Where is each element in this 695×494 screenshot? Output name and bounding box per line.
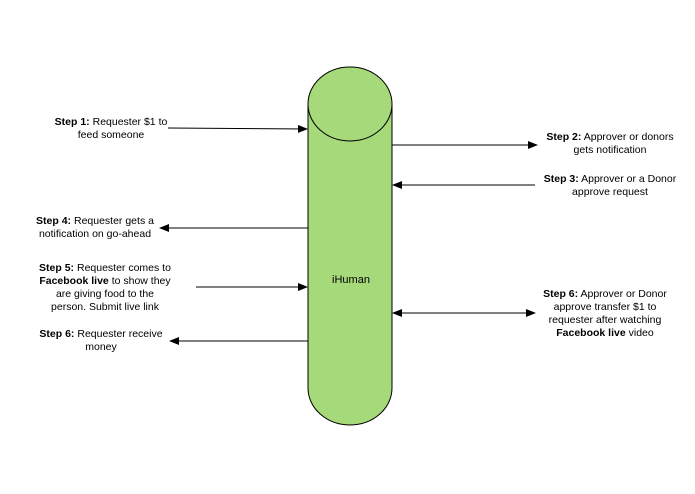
step2-label: Step 2: Approver or donors gets notifica… xyxy=(535,131,685,157)
step5-title: Step 5: xyxy=(39,262,75,274)
step6-right-label: Step 6: Approver or Donor approve transf… xyxy=(525,288,685,340)
step6-right-line3: requester after watching xyxy=(548,314,662,326)
step6-right-text: Approver or Donor xyxy=(578,288,667,300)
step4-title: Step 4: xyxy=(36,215,72,227)
step2-line2: gets notification xyxy=(573,144,647,156)
step5-text2: to show they xyxy=(108,275,171,287)
step1-title: Step 1: xyxy=(54,116,90,128)
step3-label: Step 3: Approver or a Donor approve requ… xyxy=(535,173,685,199)
step5-text: Requester comes to xyxy=(74,262,171,274)
step4-label: Step 4: Requester gets a notification on… xyxy=(20,215,170,241)
step5-line3: are giving food to the xyxy=(55,288,155,300)
step6-left-label: Step 6: Requester receive money xyxy=(26,328,176,354)
step6-right-title: Step 6: xyxy=(543,288,579,300)
step1-line2: feed someone xyxy=(77,129,145,141)
step3-line2: approve request xyxy=(572,186,648,198)
cylinder-top-rim xyxy=(307,103,393,142)
cylinder-body xyxy=(307,66,393,426)
step6-right-line2: approve transfer $1 to xyxy=(553,301,657,313)
step3-title: Step 3: xyxy=(543,173,579,185)
step3-text: Approver or a Donor xyxy=(578,173,677,185)
step6-right-facebook-live: Facebook live xyxy=(556,327,626,339)
ihuman-cylinder xyxy=(307,66,393,426)
step6-left-text: Requester receive xyxy=(74,328,163,340)
step4-text: Requester gets a xyxy=(71,215,154,227)
system-name-label: iHuman xyxy=(332,274,370,286)
step2-text: Approver or donors xyxy=(581,131,674,143)
step5-facebook-live: Facebook live xyxy=(39,275,109,287)
step1-text: Requester $1 to xyxy=(89,116,168,128)
step2-title: Step 2: xyxy=(546,131,582,143)
step4-line2: notification on go-ahead xyxy=(38,228,152,240)
step6-left-title: Step 6: xyxy=(39,328,75,340)
step1-label: Step 1: Requester $1 to feed someone xyxy=(36,116,186,142)
arrow-step1 xyxy=(167,124,308,133)
step5-line4: person. Submit live link xyxy=(51,301,159,313)
step5-label: Step 5: Requester comes to Facebook live… xyxy=(30,262,180,314)
step6-left-line2: money xyxy=(85,341,117,353)
step6-right-text4: video xyxy=(625,327,654,339)
